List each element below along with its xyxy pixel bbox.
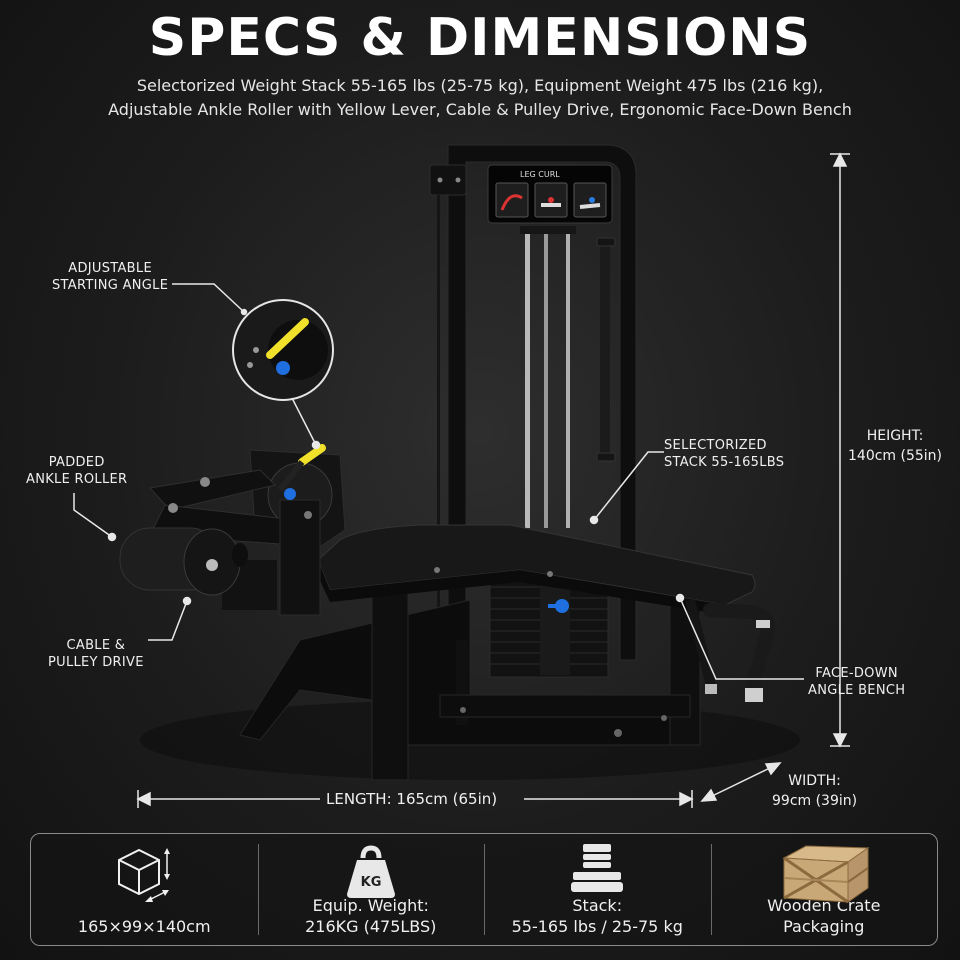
callout-ankle-roller-line-1: PADDED — [48, 455, 105, 470]
wooden-crate-icon — [781, 845, 870, 904]
dimension-arrows — [136, 152, 850, 808]
subtitle-line-2: Adjustable Ankle Roller with Yellow Leve… — [108, 100, 852, 119]
callout-starting-angle-line-2: STARTING ANGLE — [52, 278, 169, 293]
callout-starting-angle: ADJUSTABLE STARTING ANGLE — [52, 260, 168, 294]
width-value: 99cm (39in) — [772, 793, 858, 809]
leg-curl-machine-drawing: LEG CURL — [73, 144, 850, 808]
callout-selectorized-stack-line-2: STACK 55-165LBS — [664, 455, 785, 470]
spec-weight-line-2: 216KG (475LBS) — [305, 917, 437, 936]
spec-bar: 165×99×140cm KG Equip. Weight: 216KG (47… — [30, 833, 938, 946]
callout-starting-angle-line-1: ADJUSTABLE — [68, 261, 152, 276]
spec-stack-line-2: 55-165 lbs / 25-75 kg — [511, 917, 683, 936]
spec-stack-line-1: Stack: — [572, 896, 623, 915]
callout-face-down-bench: FACE-DOWN ANGLE BENCH — [808, 665, 905, 699]
base-frame — [239, 584, 701, 781]
spec-item-stack: Stack: 55-165 lbs / 25-75 kg — [484, 834, 711, 945]
weight-stack-icon — [571, 844, 624, 892]
spec-packaging-text: Wooden Crate Packaging — [767, 895, 880, 937]
callout-cable-pulley: CABLE & PULLEY DRIVE — [48, 637, 144, 671]
width-dimension-label: WIDTH: 99cm (39in) — [772, 771, 857, 811]
callout-ankle-roller-line-2: ANKLE ROLLER — [26, 472, 128, 487]
spec-packaging-line-2: Packaging — [783, 917, 865, 936]
kettlebell-label: KG — [360, 875, 381, 890]
padded-ankle-roller — [119, 527, 248, 596]
callout-face-down-bench-line-2: ANGLE BENCH — [808, 683, 906, 698]
dimensions-cube-icon — [118, 848, 171, 902]
callout-face-down-bench-line-1: FACE-DOWN — [815, 666, 898, 681]
spec-dimensions-text: 165×99×140cm — [78, 916, 211, 937]
guide-rods — [520, 226, 576, 528]
spec-weight-line-1: Equip. Weight: — [312, 896, 429, 915]
exercise-placard: LEG CURL — [487, 164, 613, 224]
kettlebell-weight-icon: KG — [346, 845, 395, 898]
product-illustration: LEG CURL — [26, 144, 942, 811]
lever-arm-assembly — [149, 444, 346, 616]
subtitle-line-1: Selectorized Weight Stack 55-165 lbs (25… — [136, 76, 824, 95]
spec-item-packaging: Wooden Crate Packaging — [710, 834, 938, 945]
callout-leaders — [73, 283, 804, 680]
page-subtitle: Selectorized Weight Stack 55-165 lbs (25… — [0, 74, 960, 122]
spec-item-dimensions: 165×99×140cm — [31, 834, 258, 945]
yellow-lever — [298, 444, 326, 466]
spec-packaging-line-1: Wooden Crate — [767, 896, 881, 915]
callout-ankle-roller: PADDED ANKLE ROLLER — [26, 454, 127, 488]
spec-dimensions-line-1: 165×99×140cm — [77, 917, 211, 936]
callout-cable-pulley-line-1: CABLE & — [66, 638, 126, 653]
spec-stack-text: Stack: 55-165 lbs / 25-75 kg — [512, 895, 683, 937]
spec-weight-text: Equip. Weight: 216KG (475LBS) — [305, 895, 436, 937]
placard-label: LEG CURL — [520, 170, 560, 179]
tower-frame — [429, 144, 637, 701]
callout-cable-pulley-line-2: PULLEY DRIVE — [48, 655, 144, 670]
page-title: SPECS & DIMENSIONS — [148, 8, 812, 68]
height-value: 140cm (55in) — [848, 448, 943, 464]
starting-angle-detail-circle — [232, 299, 334, 401]
width-label: WIDTH: — [788, 773, 841, 789]
callout-selectorized-stack: SELECTORIZED STACK 55-165LBS — [664, 437, 784, 471]
spec-item-weight: KG Equip. Weight: 216KG (475LBS) — [257, 834, 485, 945]
callout-selectorized-stack-line-1: SELECTORIZED — [664, 438, 767, 453]
length-dimension-label: LENGTH: 165cm (65in) — [326, 790, 498, 808]
height-dimension-label: HEIGHT: 140cm (55in) — [848, 426, 942, 466]
selector-pin — [555, 599, 569, 613]
height-label: HEIGHT: — [866, 428, 924, 444]
